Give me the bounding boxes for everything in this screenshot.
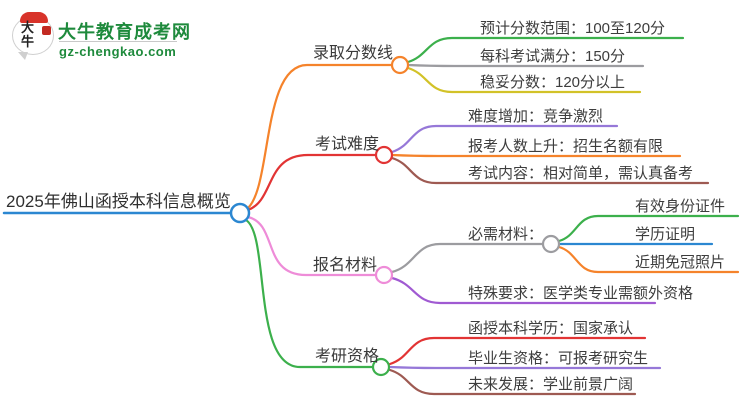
logo-red-arc <box>20 12 48 23</box>
logo-bubble-tail <box>18 52 28 60</box>
branch1-label: 录取分数线 <box>313 45 394 62</box>
logo-bubble-icon: 大牛 <box>12 12 54 60</box>
connector-branch3 <box>246 215 377 277</box>
connector-branch1 <box>246 63 393 210</box>
connector-branch4-item1 <box>388 336 647 366</box>
branch2-item1-label: 难度增加：竞争激烈 <box>468 108 604 125</box>
node-root <box>229 202 251 224</box>
logo-seal-icon <box>42 26 51 35</box>
branch3-item2-label: 特殊要求：医学类专业需额外资格 <box>468 285 694 302</box>
connector-branch2-item1 <box>390 124 619 154</box>
node-branch2 <box>374 145 394 165</box>
connector-branch2-item2 <box>390 153 682 158</box>
branch2-item2-label: 报考人数上升：招生名额有限 <box>468 138 664 155</box>
branch4-label: 考研资格 <box>315 348 380 365</box>
branch1-item3-label: 稳妥分数：120分以上 <box>480 74 626 91</box>
node-branch4 <box>371 357 391 377</box>
branch1-item1-label: 预计分数范围：100至120分 <box>480 20 666 37</box>
connector-branch1-item1 <box>406 36 685 64</box>
connector-branch4-item3 <box>388 368 637 396</box>
branch3-label: 报名材料 <box>313 257 378 274</box>
connector-branch3-item1-leaf3 <box>557 245 740 274</box>
branch4-item2-label: 毕业生资格：可报考研究生 <box>468 350 649 367</box>
branch4-item1-label: 函授本科学历：国家承认 <box>468 320 634 337</box>
root-topic-label: 2025年佛山函授本科信息概览 <box>6 192 231 211</box>
site-logo: 大牛 大牛教育成考网 gz-chengkao.com <box>12 10 192 62</box>
branch1-item2-label: 每科考试满分：150分 <box>480 48 626 65</box>
logo-divider <box>59 41 177 42</box>
connector-branch4-item2 <box>388 365 662 370</box>
connector-branch4 <box>244 218 374 369</box>
branch2-label: 考试难度 <box>315 136 380 153</box>
connector-branch1-item3 <box>406 66 642 94</box>
connector-branch2 <box>246 153 377 212</box>
connector-branch3-item1-leaf1 <box>557 214 740 243</box>
branch3-leaf3-label: 近期免冠照片 <box>635 254 726 271</box>
connector-branch3-item1 <box>390 242 544 274</box>
connector-branch3-item2 <box>390 276 657 305</box>
connector-branch2-item3 <box>390 156 710 185</box>
branch3-leaf2-label: 学历证明 <box>635 226 696 243</box>
branch2-item3-label: 考试内容：相对简单，需认真备考 <box>468 165 694 182</box>
branch3-leaf1-label: 有效身份证件 <box>635 198 726 215</box>
node-branch3 <box>374 265 394 285</box>
branch4-item3-label: 未来发展：学业前景广阔 <box>468 376 634 393</box>
logo-subtitle: gz-chengkao.com <box>59 44 177 59</box>
logo-icon-text: 大牛 <box>21 20 35 49</box>
branch3-item1-label: 必需材料： <box>468 226 544 243</box>
logo-title: 大牛教育成考网 <box>58 22 191 42</box>
node-branch1 <box>390 55 410 75</box>
connector-branch1-item2 <box>406 63 645 68</box>
node-branch3-required <box>541 234 561 254</box>
